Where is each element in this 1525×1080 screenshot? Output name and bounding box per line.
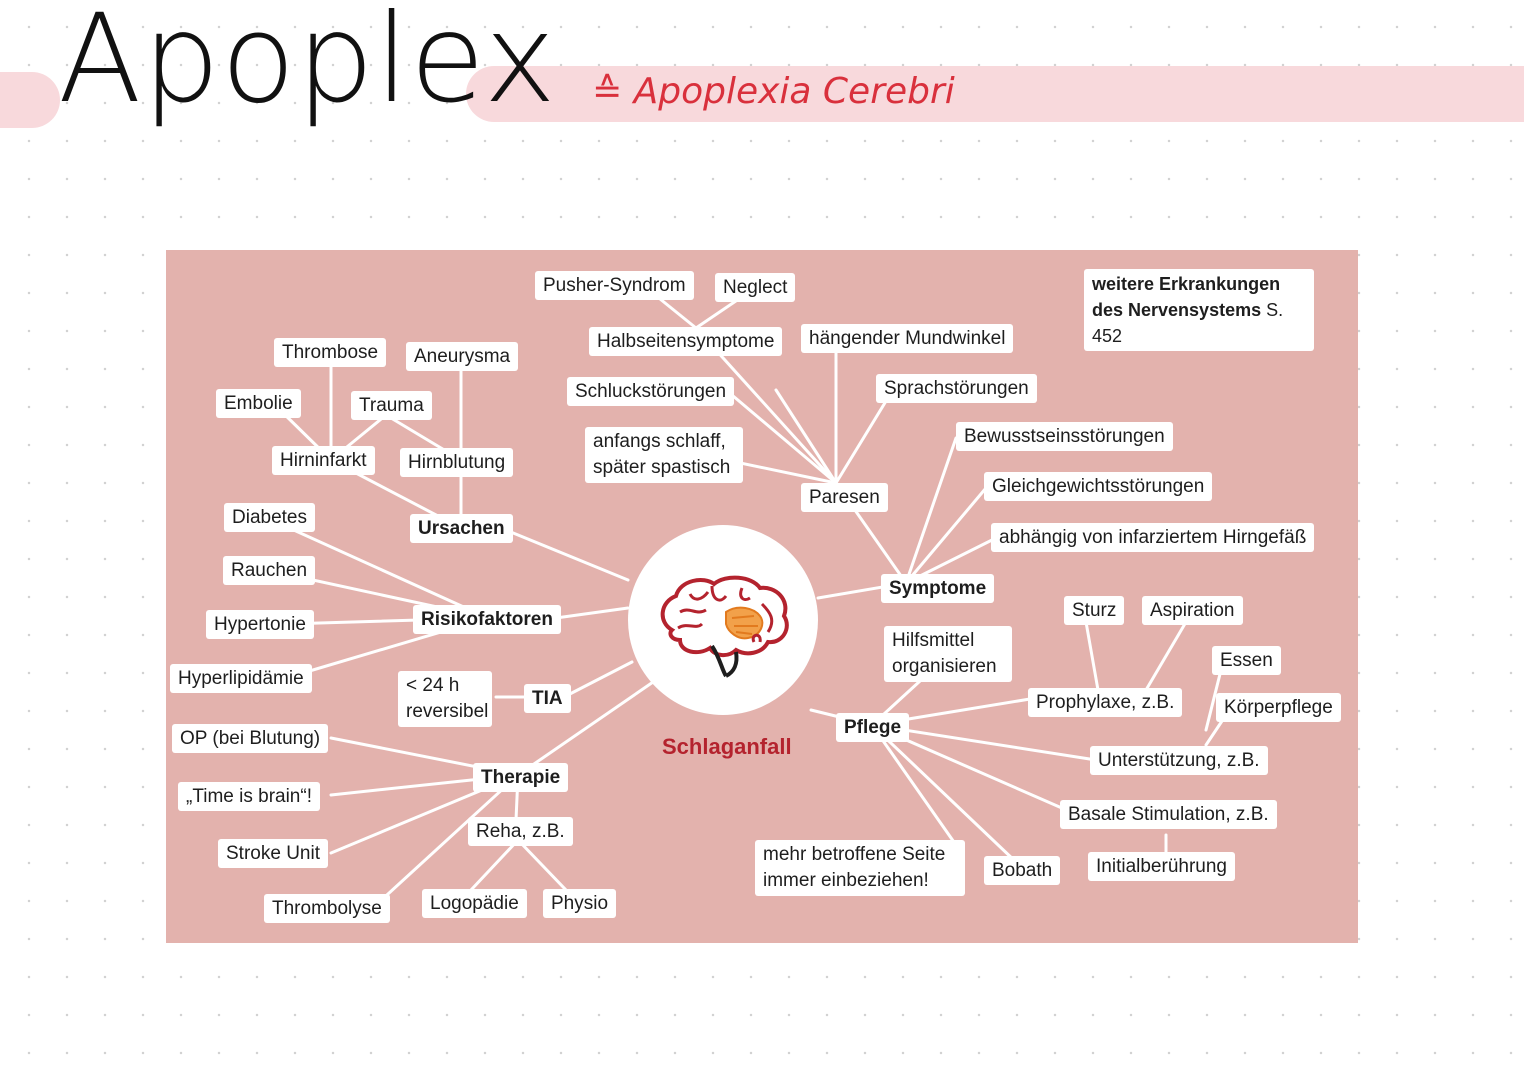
node-thrombose: Thrombose [274,338,387,367]
node-hirninfarkt: Hirninfarkt [272,446,375,475]
hilfsmittel-line1: Hilfsmittel [892,630,975,651]
node-embolie: Embolie [216,389,301,418]
node-koerperpflege: Körperpflege [1216,693,1341,722]
node-sturz: Sturz [1064,596,1125,625]
reference-line2: des Nervensystems [1092,300,1262,320]
title-highlight-band-left [0,72,60,128]
schlaff-line1: anfangs schlaff, [593,431,726,452]
node-hilfsmittel: Hilfsmittel organisieren [884,626,1012,682]
node-pflege: Pflege [836,713,910,742]
node-betroffene-seite: mehr betroffene Seite immer einbeziehen! [755,840,965,896]
node-risikofaktoren: Risikofaktoren [413,605,561,634]
node-trauma: Trauma [351,391,432,420]
brain-icon [660,575,789,678]
page-subtitle: ≙ Apoplexia Cerebri [592,71,955,112]
node-aspiration: Aspiration [1142,596,1243,625]
node-hirnblutung: Hirnblutung [400,448,514,477]
center-label: Schlaganfall [662,734,792,759]
node-physio: Physio [543,889,617,918]
page-title: Apoplex [58,0,557,130]
node-bobath: Bobath [984,856,1061,885]
node-therapie: Therapie [473,763,569,792]
node-thrombolyse: Thrombolyse [264,894,390,923]
node-stroke-unit: Stroke Unit [218,839,328,868]
node-time-is-brain: „Time is brain“! [178,782,320,811]
reference-page: S. 452 [1092,300,1284,346]
node-hypertonie: Hypertonie [206,610,314,639]
node-essen: Essen [1212,646,1281,675]
node-hyperlipidaemie: Hyperlipidämie [170,664,312,693]
node-op: OP (bei Blutung) [172,724,329,753]
tia-reversible: reversibel [406,701,489,722]
seite-line1: mehr betroffene Seite [763,844,946,865]
node-prophylaxe: Prophylaxe, z.B. [1028,688,1183,717]
tia-duration: < 24 h [406,675,460,696]
node-pusher-syndrom: Pusher-Syndrom [535,271,694,300]
node-gleichgewichtsstoerungen: Gleichgewichtsstörungen [984,472,1213,501]
node-schlaff-spastisch: anfangs schlaff, später spastisch [585,427,743,483]
node-abhaengig-hirngefaess: abhängig von infarziertem Hirngefäß [991,523,1315,552]
hilfsmittel-line2: organisieren [892,656,997,677]
node-neglect: Neglect [715,273,796,302]
node-tia: TIA [524,684,571,713]
reference-line1: weitere Erkrankungen [1092,274,1281,294]
node-initialberuehrung: Initialberührung [1088,852,1235,881]
node-bewusstseinsstoerungen: Bewusstseinsstörungen [956,422,1173,451]
mindmap-panel: Schlaganfall Thrombose Aneurysma Embolie… [166,250,1358,943]
subtitle-highlight-band [466,66,1524,122]
node-logopaedie: Logopädie [422,889,527,918]
seite-line2: immer einbeziehen! [763,870,929,891]
node-haengender-mundwinkel: hängender Mundwinkel [801,324,1014,353]
node-ursachen: Ursachen [410,514,513,543]
reference-box: weitere Erkrankungen des Nervensystems S… [1084,269,1314,351]
node-unterstuetzung: Unterstützung, z.B. [1090,746,1268,775]
node-sprachstoerungen: Sprachstörungen [876,374,1037,403]
schlaff-line2: später spastisch [593,457,731,478]
node-symptome: Symptome [881,574,995,603]
node-diabetes: Diabetes [224,503,315,532]
node-paresen: Paresen [801,483,888,512]
node-basale-stimulation: Basale Stimulation, z.B. [1060,800,1277,829]
node-schluckstoerungen: Schluckstörungen [567,377,735,406]
node-halbseitensymptome: Halbseitensymptome [589,327,783,356]
node-rauchen: Rauchen [223,556,316,585]
node-reha: Reha, z.B. [468,817,573,846]
node-aneurysma: Aneurysma [406,342,519,371]
node-tia-detail: < 24 h reversibel [398,671,492,727]
